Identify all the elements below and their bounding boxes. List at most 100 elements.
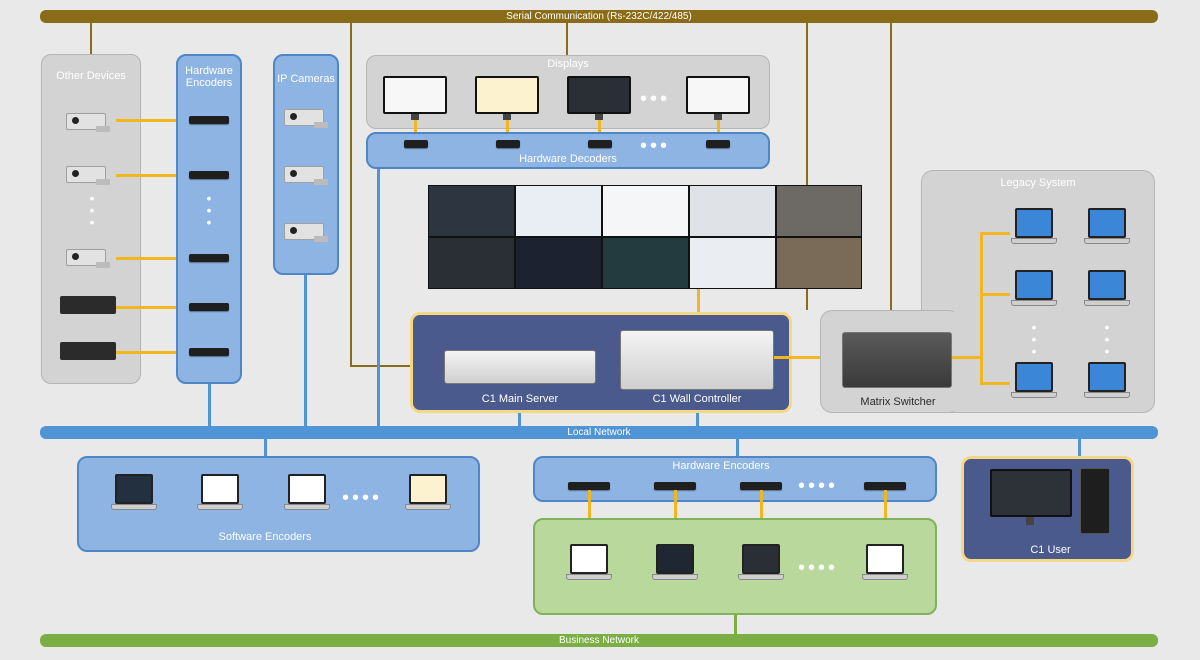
encoder-icon xyxy=(189,303,229,311)
monitor-icon xyxy=(990,469,1072,525)
matrix-switcher-icon xyxy=(842,332,952,388)
encoder-icon xyxy=(864,482,906,490)
link-line xyxy=(980,293,1010,296)
wall-controller-icon xyxy=(620,330,774,390)
c1-user-label: C1 User xyxy=(1030,544,1071,556)
laptop-icon xyxy=(284,474,330,516)
link-line xyxy=(760,490,763,544)
encoder-icon xyxy=(189,171,229,179)
laptop-icon xyxy=(862,544,908,586)
link-line xyxy=(116,306,190,309)
net-line-ipcam xyxy=(304,274,307,428)
ellipsis-icon: ••• xyxy=(640,88,671,110)
business-network-bus: Business Network xyxy=(40,634,1158,647)
net-line-sw-enc xyxy=(264,438,267,458)
dvr-device-icon xyxy=(60,342,116,360)
link-line xyxy=(674,490,677,544)
link-line xyxy=(414,120,417,140)
net-line-hw-enc-bottom xyxy=(736,438,739,456)
decoder-icon xyxy=(706,140,730,148)
business-bus-label: Business Network xyxy=(558,635,640,646)
laptop-icon xyxy=(1011,270,1057,312)
laptop-icon xyxy=(1011,362,1057,404)
laptop-icon xyxy=(1084,270,1130,312)
net-line-server xyxy=(518,412,521,428)
matrix-switcher-label: Matrix Switcher xyxy=(860,396,936,408)
laptop-icon xyxy=(111,474,157,516)
monitor-icon xyxy=(383,76,447,120)
encoder-icon xyxy=(189,254,229,262)
vertical-ellipsis-icon: ••• xyxy=(1031,319,1037,359)
camera-icon xyxy=(284,106,330,128)
net-line-hw-enc xyxy=(208,382,211,428)
net-line-decoders xyxy=(377,168,380,428)
net-line-wallctl xyxy=(696,412,699,428)
link-line xyxy=(980,232,983,384)
hardware-decoders-label: Hardware Decoders xyxy=(519,153,617,165)
link-line xyxy=(116,119,190,122)
pc-tower-icon xyxy=(1080,468,1110,534)
ellipsis-icon: •••• xyxy=(798,557,839,579)
encoder-icon xyxy=(189,348,229,356)
hardware-decoders-panel xyxy=(366,132,770,169)
local-bus-label: Local Network xyxy=(567,427,631,438)
ellipsis-icon: ••• xyxy=(640,135,671,157)
link-line xyxy=(884,490,887,544)
link-line xyxy=(598,120,601,140)
monitor-icon xyxy=(686,76,750,120)
encoder-icon xyxy=(654,482,696,490)
decoder-icon xyxy=(496,140,520,148)
software-encoders-label: Software Encoders xyxy=(218,531,312,543)
hardware-encoders-label: Hardware Encoders xyxy=(185,65,233,89)
laptop-icon xyxy=(1011,208,1057,250)
laptop-icon xyxy=(197,474,243,516)
ip-cameras-label: IP Cameras xyxy=(277,73,335,85)
link-line xyxy=(952,356,982,359)
decoder-icon xyxy=(404,140,428,148)
monitor-icon xyxy=(567,76,631,120)
laptop-icon xyxy=(566,544,612,586)
camera-icon xyxy=(66,110,112,132)
laptop-icon xyxy=(405,474,451,516)
camera-icon xyxy=(284,163,330,185)
vertical-ellipsis-icon: ••• xyxy=(206,190,212,230)
laptop-icon xyxy=(738,544,784,586)
link-line xyxy=(116,257,190,260)
encoder-icon xyxy=(740,482,782,490)
serial-line-server xyxy=(350,22,352,366)
decoder-icon xyxy=(588,140,612,148)
serial-communication-bus: Serial Communication (Rs-232C/422/485) xyxy=(40,10,1158,23)
laptop-icon xyxy=(1084,208,1130,250)
serial-line-server-h xyxy=(350,365,445,367)
laptop-icon xyxy=(652,544,698,586)
link-line xyxy=(116,351,190,354)
link-line xyxy=(116,174,190,177)
serial-line-other xyxy=(90,22,92,54)
local-network-bus: Local Network xyxy=(40,426,1158,439)
video-wall-icon xyxy=(428,185,862,289)
hardware-encoders-panel xyxy=(176,54,242,384)
link-line xyxy=(774,356,842,359)
camera-icon xyxy=(284,220,330,242)
business-line xyxy=(734,614,737,636)
camera-icon xyxy=(66,246,112,268)
vertical-ellipsis-icon: ••• xyxy=(1104,319,1110,359)
serial-line-matrix xyxy=(890,22,892,312)
ellipsis-icon: •••• xyxy=(798,475,839,497)
link-line xyxy=(980,232,1010,235)
vertical-ellipsis-icon: ••• xyxy=(89,190,95,230)
legacy-system-label: Legacy System xyxy=(1000,177,1076,189)
hardware-encoders-bottom-panel xyxy=(533,456,937,502)
hardware-encoders-bottom-label: Hardware Encoders xyxy=(672,460,770,472)
displays-label: Displays xyxy=(547,58,589,70)
link-line xyxy=(717,120,720,140)
server-icon xyxy=(444,350,596,384)
monitor-icon xyxy=(475,76,539,120)
encoder-icon xyxy=(189,116,229,124)
other-devices-label: Other Devices xyxy=(56,70,126,82)
serial-line-displays xyxy=(566,22,568,56)
encoder-icon xyxy=(568,482,610,490)
dvr-device-icon xyxy=(60,296,116,314)
laptop-icon xyxy=(1084,362,1130,404)
camera-icon xyxy=(66,163,112,185)
